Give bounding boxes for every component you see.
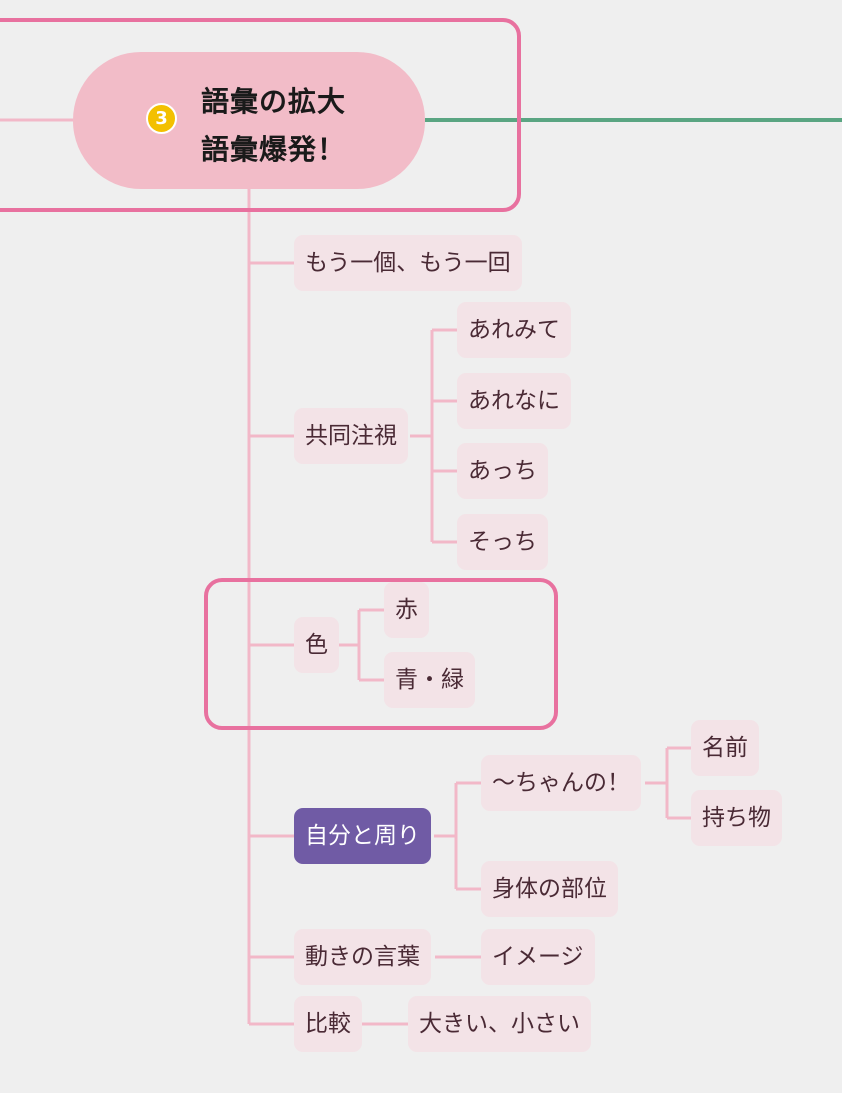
node-n5[interactable]: 動きの言葉	[294, 929, 431, 985]
node-n2d[interactable]: そっち	[457, 514, 548, 570]
node-n2c[interactable]: あっち	[457, 443, 548, 499]
root-topic-line2: 語彙爆発！	[201, 133, 347, 166]
connector-n2-children	[410, 328, 457, 544]
connector-n4-children	[434, 781, 481, 891]
node-n3b[interactable]: 青・緑	[384, 652, 475, 708]
node-n4a1[interactable]: 名前	[691, 720, 759, 776]
node-n4a[interactable]: 〜ちゃんの！	[481, 755, 641, 811]
node-n2b[interactable]: あれなに	[457, 373, 571, 429]
node-n4b[interactable]: 身体の部位	[481, 861, 618, 917]
root-topic-line1: 語彙の拡大	[201, 85, 347, 118]
boundary-frame-color	[204, 578, 558, 730]
node-n3a[interactable]: 赤	[384, 582, 429, 638]
node-n3[interactable]: 色	[294, 617, 339, 673]
connector-n4a-children	[645, 746, 691, 820]
node-n2[interactable]: 共同注視	[294, 408, 408, 464]
node-n5a[interactable]: イメージ	[481, 929, 595, 985]
node-n4-selected[interactable]: 自分と周り	[294, 808, 431, 864]
node-n2a[interactable]: あれみて	[457, 302, 571, 358]
boundary-frame-root	[0, 18, 521, 212]
node-n4a2[interactable]: 持ち物	[691, 790, 782, 846]
connector-n3-children	[338, 608, 384, 682]
node-n6[interactable]: 比較	[294, 996, 362, 1052]
root-topic[interactable]: 3 語彙の拡大 語彙爆発！	[73, 52, 425, 189]
priority-badge: 3	[146, 103, 177, 134]
node-n1[interactable]: もう一個、もう一回	[294, 235, 522, 291]
node-n6a[interactable]: 大きい、小さい	[408, 996, 591, 1052]
